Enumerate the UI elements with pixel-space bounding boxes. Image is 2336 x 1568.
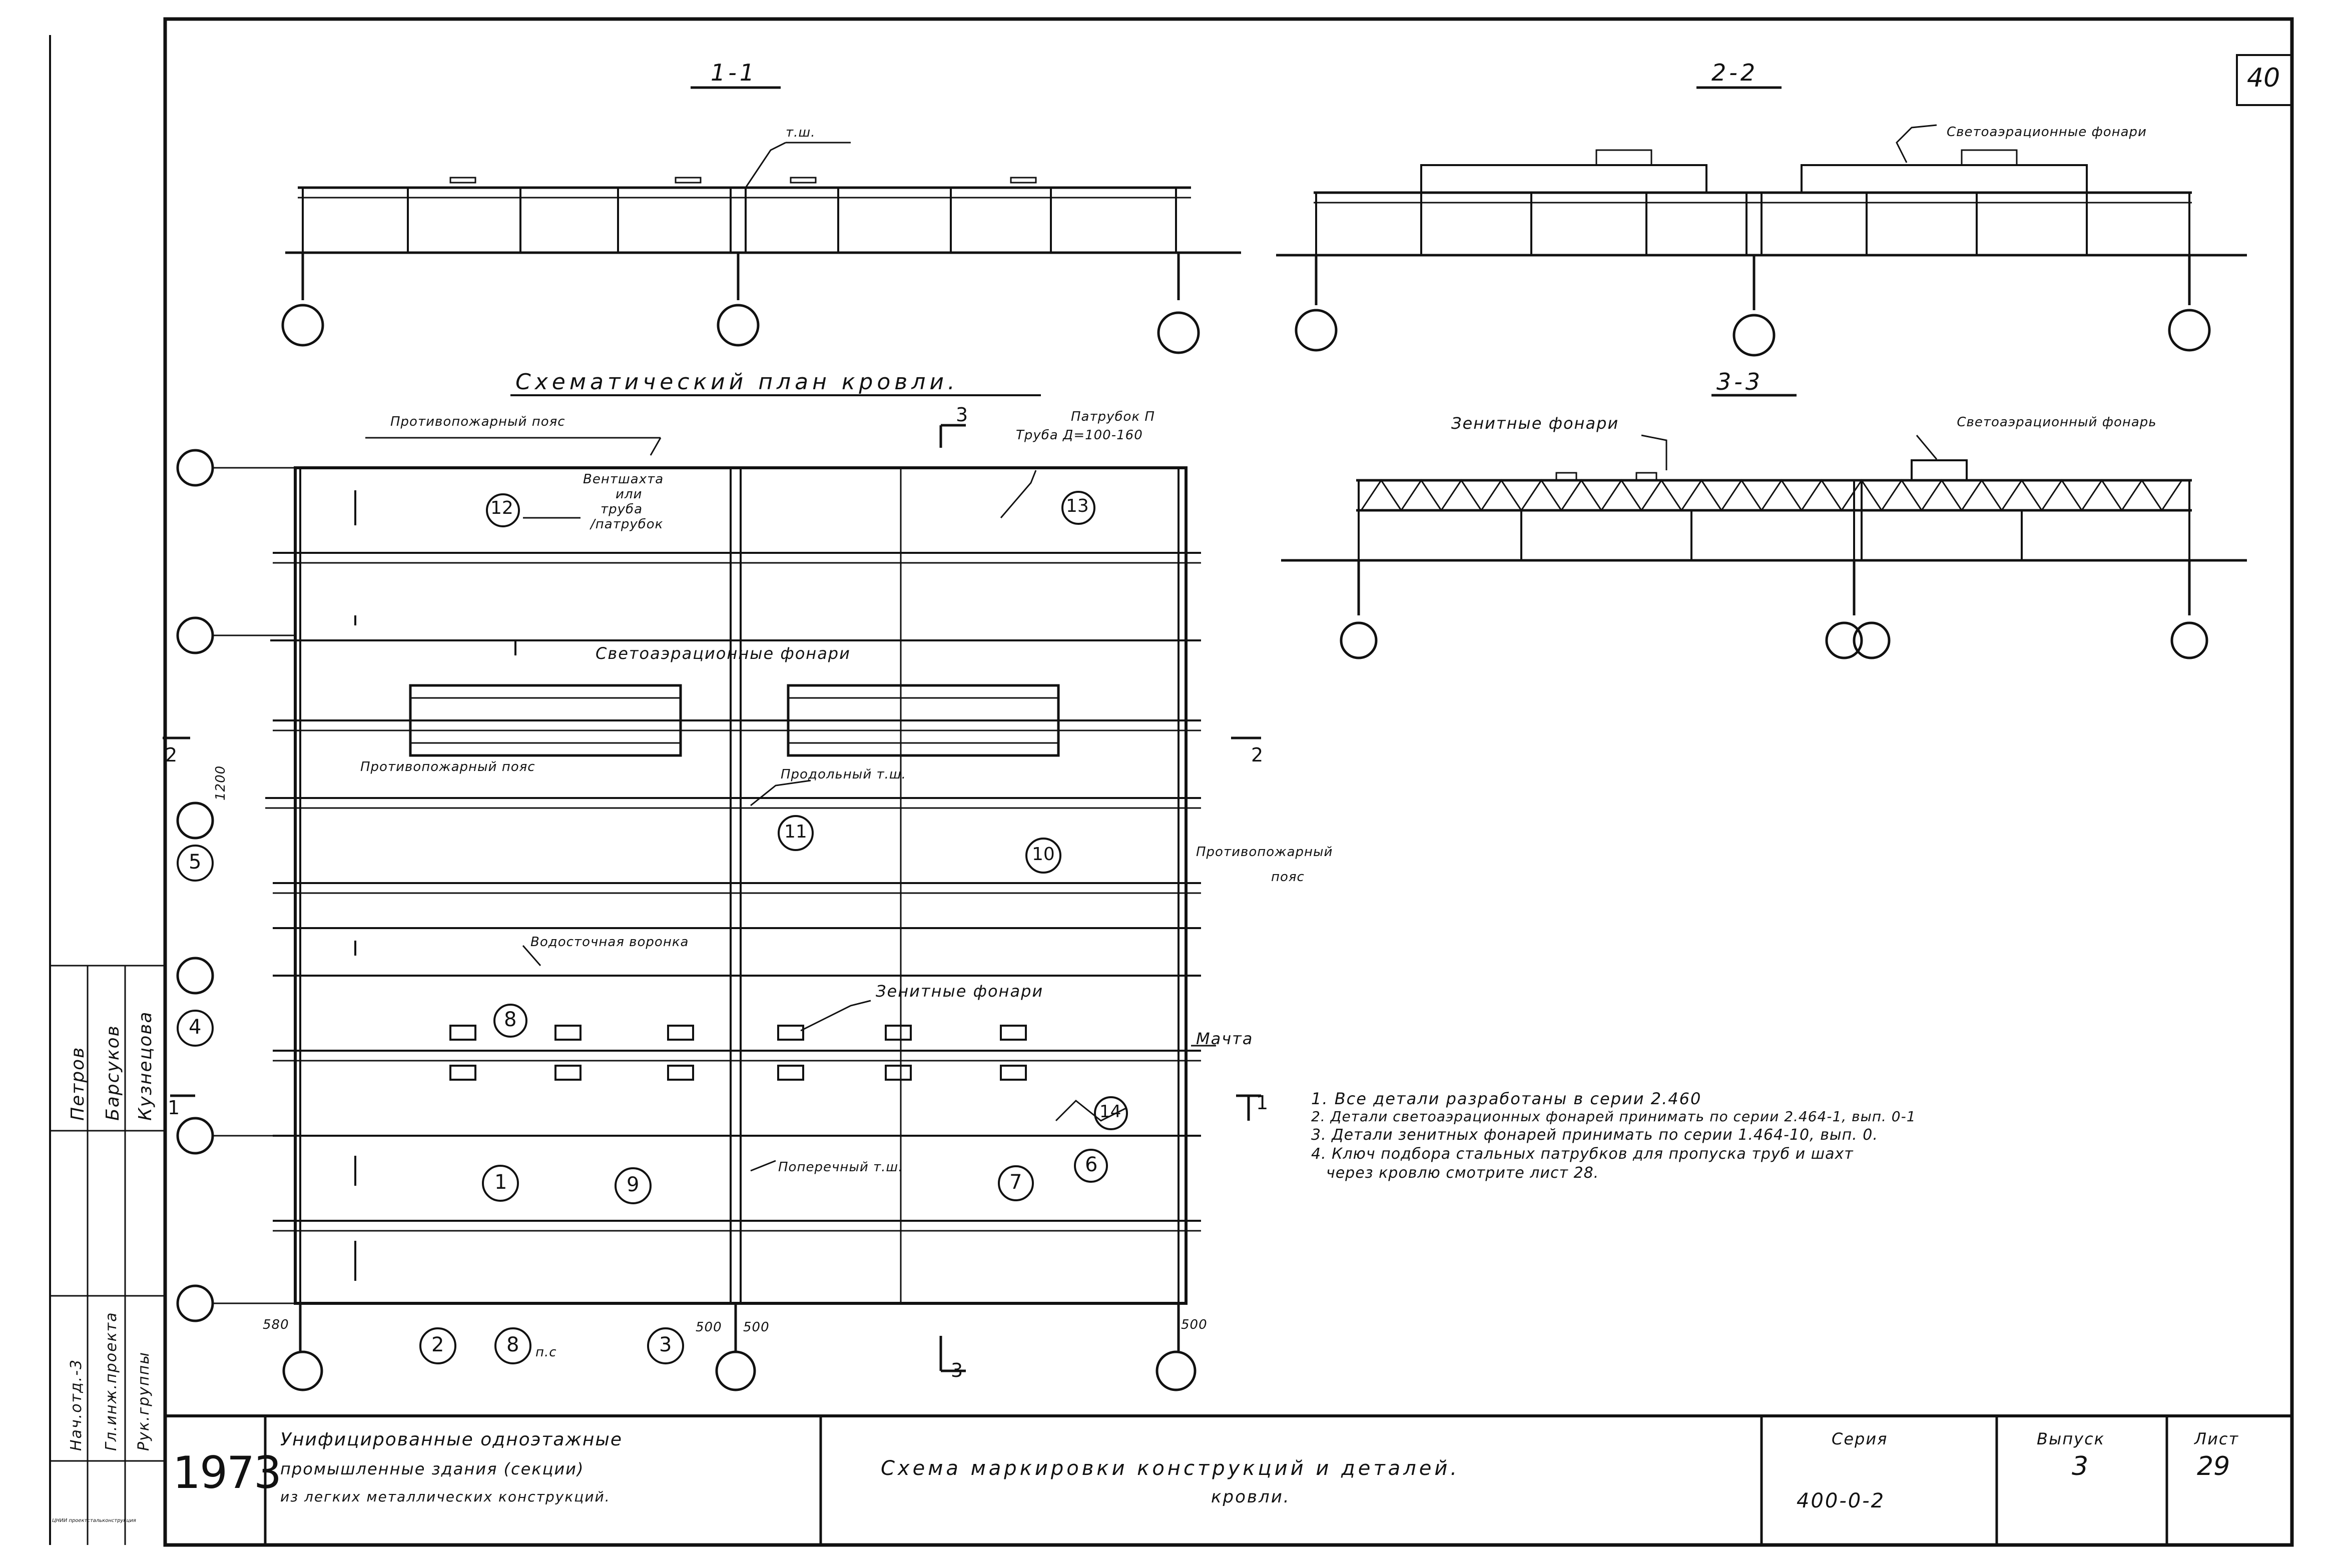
aeration-lanterns-plan-label: Светоаэрационные фонари — [596, 644, 851, 663]
drain-funnel-label: Водосточная воронка — [530, 935, 689, 950]
zenith-lanterns-3-label: Зенитные фонари — [1451, 414, 1619, 433]
cut-3-top-label: 3 — [956, 404, 970, 426]
cut-2-right-label: 2 — [1251, 744, 1265, 766]
fire-belt-right-label-2: пояс — [1271, 870, 1305, 885]
long-tsh-label: Продольный т.ш. — [781, 767, 906, 782]
mast-label: Мачта — [1196, 1029, 1254, 1048]
dim-580: 580 — [263, 1317, 289, 1332]
section-1-1 — [281, 86, 1241, 354]
stamp-role-2: Гл.инж.проекта — [103, 1311, 120, 1451]
title-drawing-2: кровли. — [1211, 1487, 1291, 1507]
callout-12: 12 — [490, 498, 513, 518]
callout-13: 13 — [1066, 496, 1089, 516]
dim-500-b: 500 — [743, 1320, 770, 1335]
stamp-role-3: Рук.группы — [135, 1351, 153, 1451]
fire-belt-right-label-1: Противопожарный — [1196, 845, 1333, 860]
fire-belt-mid-label: Противопожарный пояс — [360, 759, 535, 774]
note-4: 4. Ключ подбора стальных патрубков для п… — [1311, 1145, 1854, 1163]
callout-14: 14 — [1099, 1102, 1121, 1122]
title-project-2: промышленные здания (секции) — [280, 1459, 585, 1478]
note-1: 1. Все детали разработаны в серии 2.460 — [1311, 1089, 1702, 1108]
callout-8-plan: 8 — [504, 1008, 517, 1031]
title-drawing-1: Схема маркировки конструкций и деталей. — [881, 1457, 1460, 1480]
cross-tsh-label: Поперечный т.ш. — [778, 1160, 903, 1175]
pipe-branch-label: Патрубок П — [1071, 409, 1155, 424]
callout-6: 6 — [1085, 1153, 1098, 1176]
section-3-3-label: 3-3 — [1716, 368, 1764, 395]
vent-shaft-label-1: Вентшахта — [583, 472, 664, 487]
callout-11: 11 — [784, 822, 807, 842]
stamp-name-2: Барсуков — [103, 1025, 123, 1121]
note-3: 3. Детали зенитных фонарей принимать по … — [1311, 1126, 1878, 1144]
cut-3-bottom-label: 3 — [951, 1359, 965, 1381]
callout-1: 1 — [494, 1171, 507, 1194]
callout-10: 10 — [1032, 844, 1055, 865]
callout-3: 3 — [659, 1333, 672, 1356]
title-project-3: из легких металлических конструкций. — [280, 1488, 611, 1505]
vent-shaft-label-4: /патрубок — [591, 517, 664, 532]
tsh-label: т.ш. — [786, 125, 816, 140]
cut-1-left-label: 1 — [168, 1097, 182, 1119]
cut-2-left-label: 2 — [165, 744, 179, 766]
pipe-size-label: Труба Д=100-160 — [1016, 428, 1143, 443]
callout-4: 4 — [189, 1016, 202, 1039]
dim-500-a: 500 — [696, 1320, 722, 1335]
stamp-role-1: Нач.отд.-3 — [68, 1358, 85, 1451]
dim-1200: 1200 — [213, 765, 228, 801]
series-value: 400-0-2 — [1797, 1489, 1886, 1512]
callout-8-bottom: 8 — [506, 1333, 519, 1356]
callout-2: 2 — [431, 1333, 444, 1356]
vent-shaft-label-3: труба — [601, 502, 643, 517]
ps-label: п.с — [535, 1345, 557, 1360]
sheet-mark: 40 — [2247, 63, 2280, 93]
callout-9: 9 — [627, 1173, 640, 1196]
stamp-name-1: Петров — [68, 1046, 88, 1121]
stamp-name-3: Кузнецова — [135, 1011, 156, 1121]
sheet-label: Лист — [2194, 1429, 2239, 1448]
title-project-1: Унифицированные одноэтажные — [280, 1429, 623, 1450]
roof-plan — [163, 394, 1261, 1391]
issue-label: Выпуск — [2037, 1429, 2105, 1448]
series-label: Серия — [1832, 1429, 1888, 1448]
section-1-1-label: 1-1 — [711, 59, 758, 86]
issue-value: 3 — [2072, 1451, 2089, 1481]
stamp-org: ЦНИИ проектстальконструкция — [52, 1518, 136, 1523]
title-year: 1973 — [173, 1447, 282, 1498]
cut-1-right-label: 1 — [1256, 1092, 1270, 1114]
dim-500-c: 500 — [1181, 1317, 1208, 1332]
zenith-lanterns-plan-label: Зенитные фонари — [876, 982, 1044, 1001]
plan-title: Схематический план кровли. — [515, 369, 959, 395]
section-2-2 — [1276, 86, 2247, 357]
note-5: через кровлю смотрите лист 28. — [1326, 1164, 1599, 1182]
aeration-lanterns-2-label: Светоаэрационные фонари — [1947, 125, 2147, 140]
callout-7: 7 — [1009, 1171, 1022, 1194]
fire-belt-top-label: Противопожарный пояс — [390, 414, 565, 429]
section-2-2-label: 2-2 — [1711, 59, 1759, 86]
sheet-value: 29 — [2197, 1451, 2230, 1481]
callout-5: 5 — [189, 851, 202, 874]
notes-block: 1. Все детали разработаны в серии 2.460 … — [1311, 1091, 1916, 1181]
sheet-frame — [163, 17, 2294, 1547]
note-2: 2. Детали светоаэрационных фонарей прини… — [1311, 1108, 1916, 1125]
section-3-3 — [1281, 394, 2247, 659]
vent-shaft-label-2: или — [616, 487, 643, 502]
aeration-lantern-3-label: Светоаэрационный фонарь — [1957, 415, 2157, 430]
